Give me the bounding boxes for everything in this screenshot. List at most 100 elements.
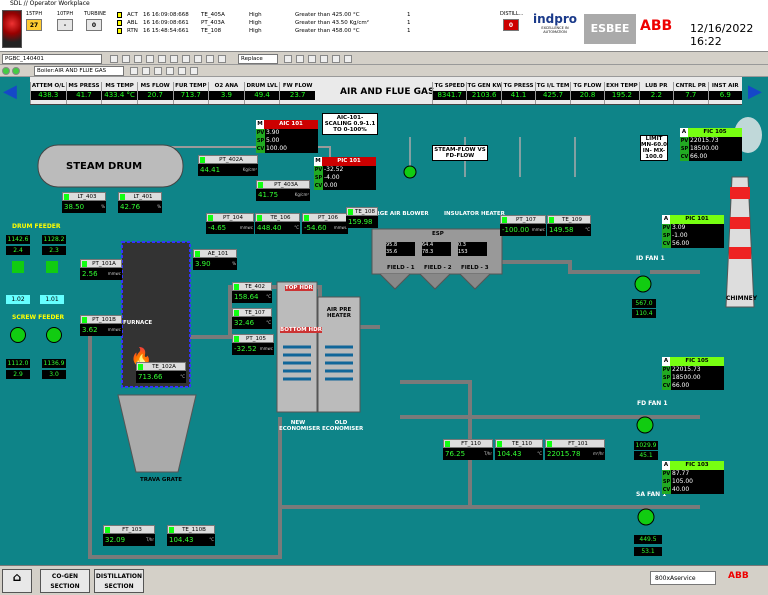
prev-page-icon[interactable]: ◀	[3, 81, 17, 102]
alarm-icon	[117, 20, 122, 26]
tool-icon[interactable]	[308, 55, 316, 63]
home-icon: ⌂	[12, 570, 22, 584]
tool-icon[interactable]	[218, 55, 226, 63]
tool-icon[interactable]	[332, 55, 340, 63]
sa-fan-speed: 449.5	[634, 535, 662, 544]
tool-icon[interactable]	[284, 55, 292, 63]
fd-fan-label: FD FAN 1	[637, 400, 668, 407]
chimney-label: CHIMNEY	[726, 295, 758, 302]
esp-label: ESP	[432, 231, 444, 237]
bottom-hdr-label: BOTTOM HDR	[280, 327, 322, 333]
tool-icon[interactable]	[182, 55, 190, 63]
drum-feeder-2-motor[interactable]	[46, 261, 58, 273]
fd-fan-speed: 1029.9	[634, 441, 658, 450]
field-1-label: FIELD - 1	[387, 265, 415, 271]
display-combo[interactable]: Boiler:AIR AND FLUE GAS	[34, 66, 124, 76]
alarm-icon	[117, 12, 122, 18]
home-button[interactable]: ⌂	[2, 569, 32, 593]
drum-feeder-1-rpm: 1142.6	[6, 235, 30, 244]
drum-feeder-1-motor[interactable]	[12, 261, 24, 273]
tool-icon[interactable]	[178, 67, 186, 75]
tool-icon[interactable]	[296, 55, 304, 63]
furnace-shape	[121, 241, 191, 388]
abb-logo: ABB	[640, 18, 673, 34]
distillation-button[interactable]: DISTILLATION SECTION	[94, 569, 144, 593]
tool-icon[interactable]	[320, 55, 328, 63]
screw-feeder-2-icon[interactable]	[46, 327, 62, 343]
back-icon[interactable]	[2, 67, 10, 75]
drum-feeder-2-rpm: 1128.2	[42, 235, 66, 244]
steam-flow-box[interactable]: STEAM-FLOW VS FD-FLOW	[432, 145, 488, 161]
next-page-icon[interactable]: ▶	[748, 81, 762, 102]
forward-icon[interactable]	[12, 67, 20, 75]
btn-distill[interactable]: DISTILL...0	[500, 11, 524, 31]
tool-icon[interactable]	[142, 67, 150, 75]
screw-feeder-1-amp: 2.9	[6, 370, 30, 379]
tool-icon[interactable]	[122, 55, 130, 63]
screw-feeder-1-icon[interactable]	[10, 327, 26, 343]
tool-icon[interactable]	[344, 55, 352, 63]
screw-feeder-1-rpm: 1112.0	[6, 359, 30, 368]
tool-icon[interactable]	[154, 67, 162, 75]
tool-icon[interactable]	[206, 55, 214, 63]
tool-icon[interactable]	[194, 55, 202, 63]
btn-10tph[interactable]: 10TPH-	[56, 11, 74, 31]
tool-icon[interactable]	[158, 55, 166, 63]
tool-icon[interactable]	[110, 55, 118, 63]
tool-icon[interactable]	[146, 55, 154, 63]
replace-combo[interactable]: Replace	[238, 54, 278, 64]
object-combo[interactable]: PGBC_140401	[2, 54, 102, 64]
tool-icon[interactable]	[130, 67, 138, 75]
tool-icon[interactable]	[166, 67, 174, 75]
id-fan-label: ID FAN 1	[636, 255, 665, 262]
tool-icon[interactable]	[134, 55, 142, 63]
user-combo[interactable]: 800xAservice	[650, 571, 716, 585]
cogen-button[interactable]: CO-GEN SECTION	[40, 569, 90, 593]
tool-icon[interactable]	[170, 55, 178, 63]
window-title: SDL // Operator Workplace	[0, 0, 768, 8]
tool-icon[interactable]	[190, 67, 198, 75]
